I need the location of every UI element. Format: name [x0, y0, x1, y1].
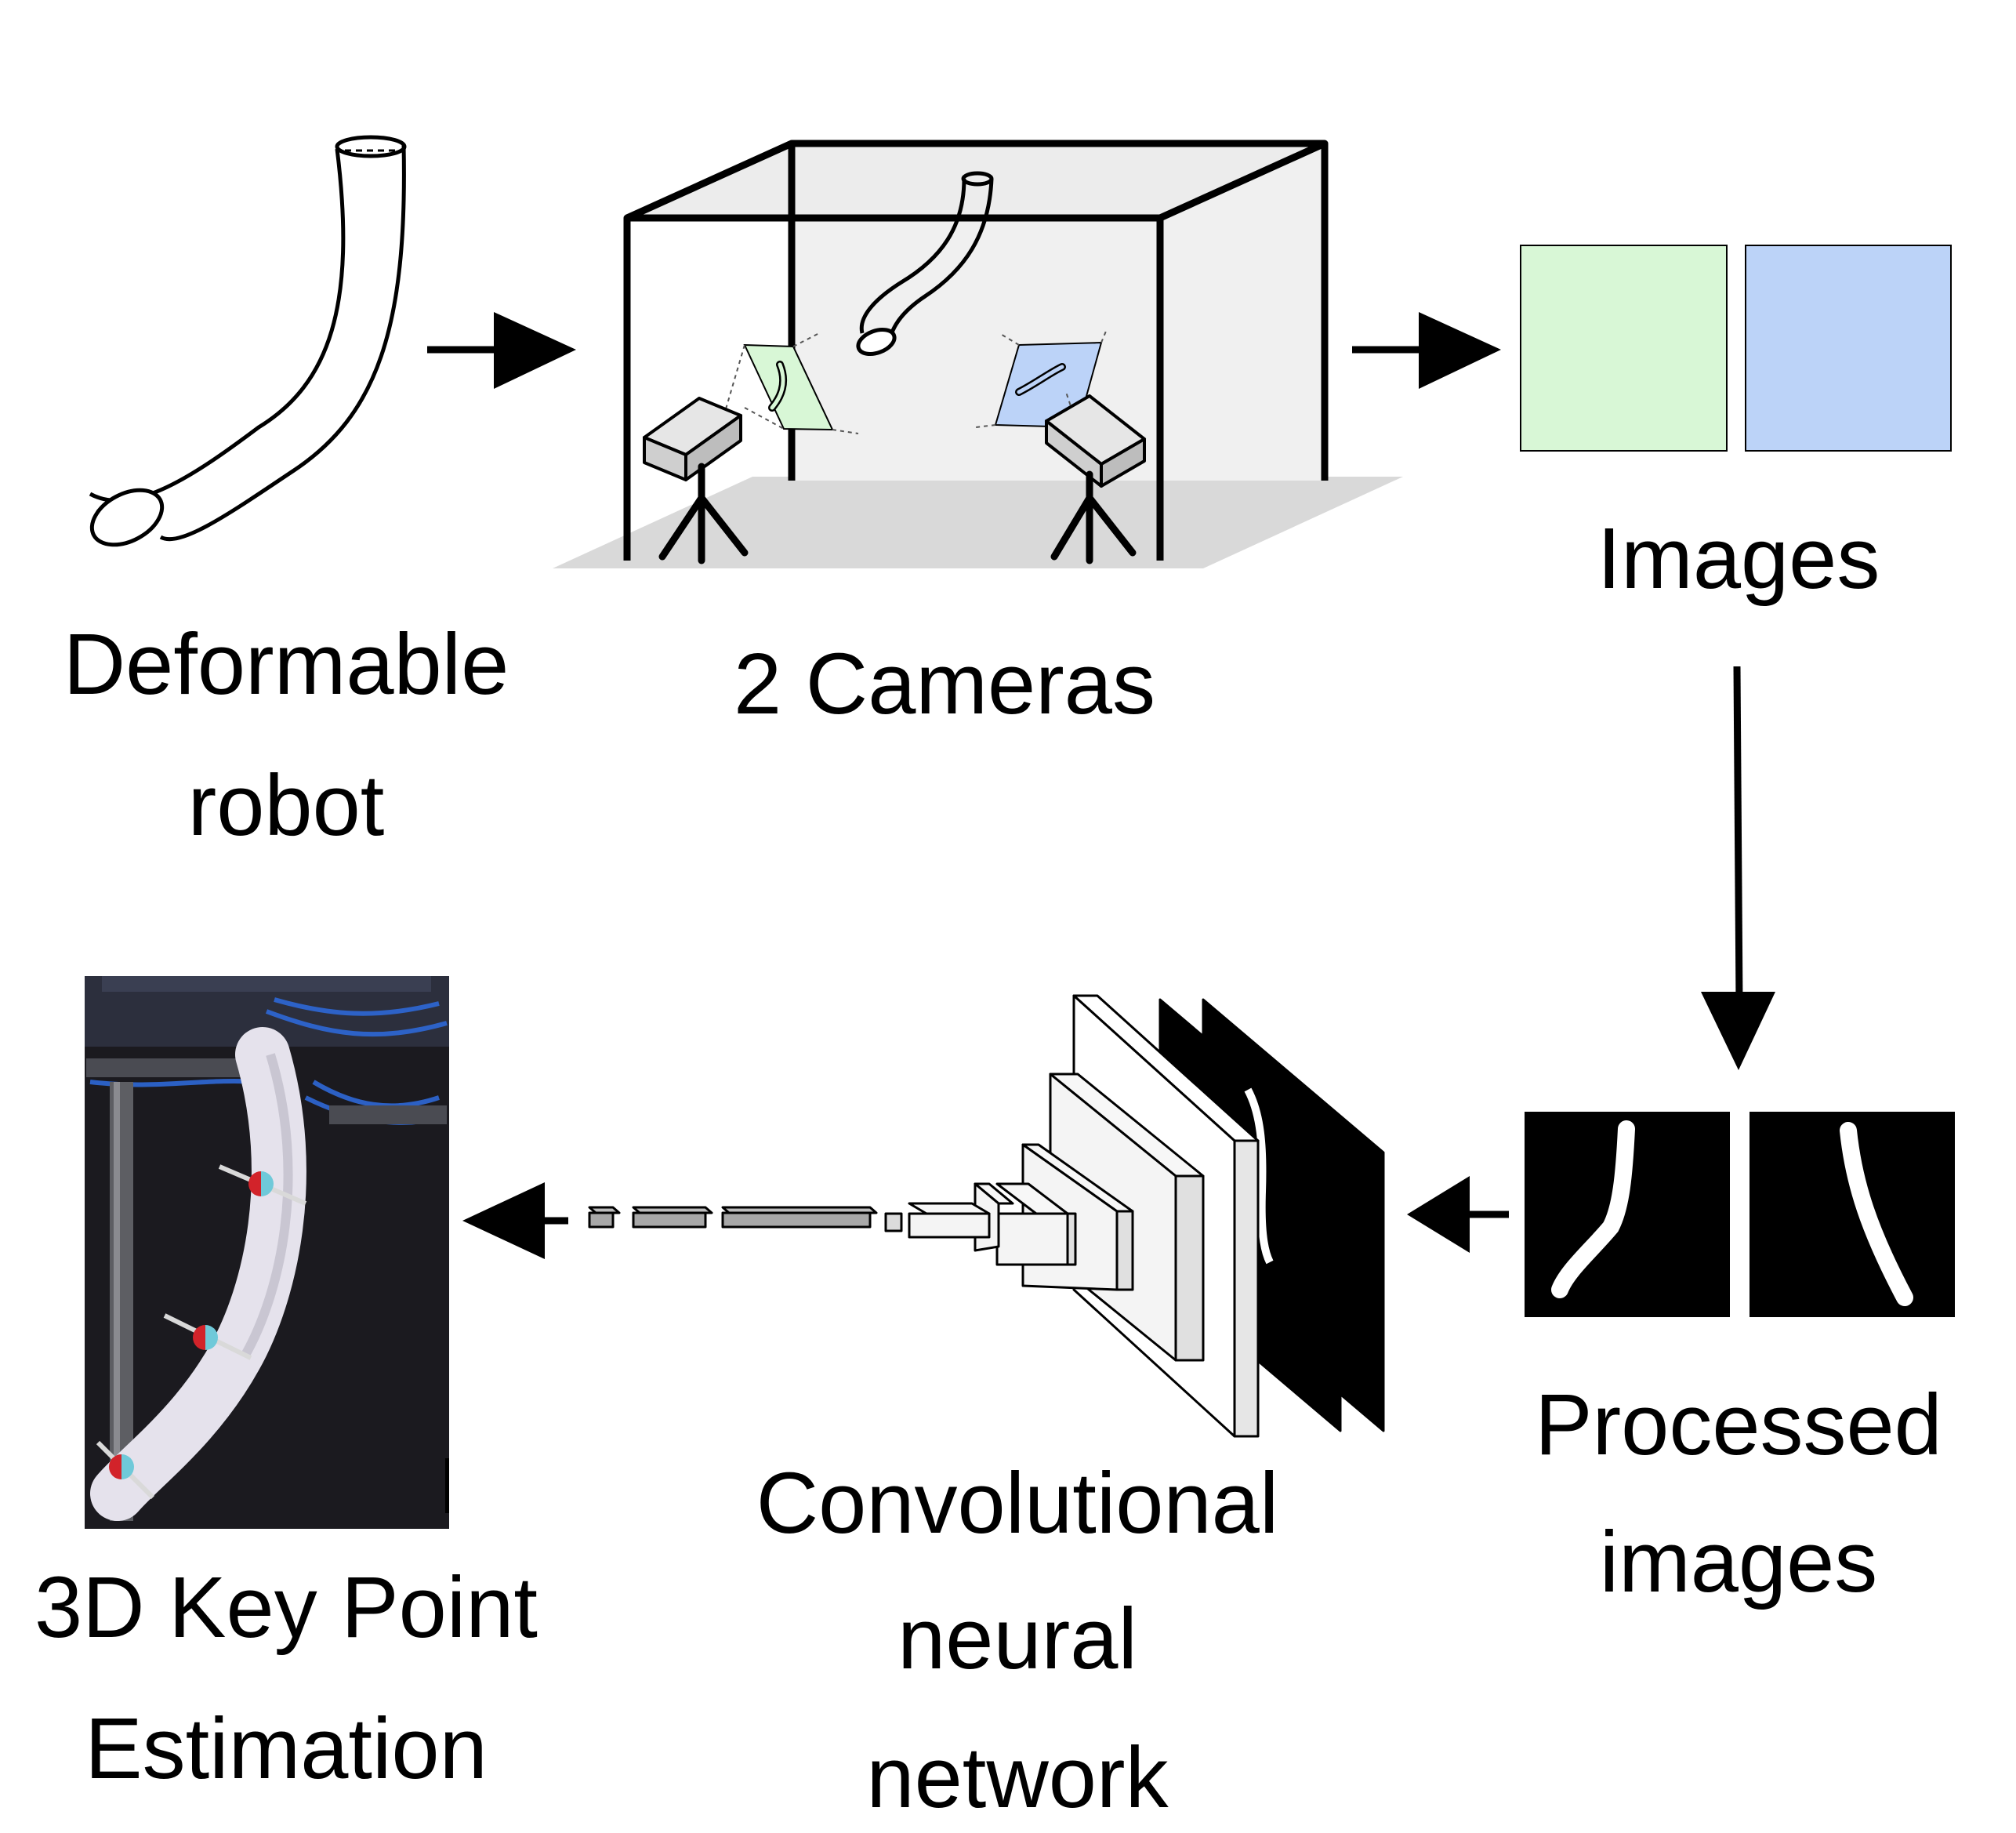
keypoint-estimation-photo: [85, 976, 449, 1529]
back-panel: [792, 143, 1325, 481]
camera-1-image: [1520, 245, 1728, 452]
keypoint-label: 3D Key Point: [34, 1559, 538, 1656]
camera-on-tripod-icon: [643, 397, 749, 564]
arrow-icon: [1407, 1176, 1509, 1253]
cnn-label: network: [866, 1730, 1169, 1826]
camera-2-image: [1745, 245, 1952, 452]
keypoint-marker: [109, 1454, 134, 1479]
arrow-icon: [427, 312, 576, 389]
keypoint-marker: [193, 1325, 218, 1350]
arrow-icon: [1352, 312, 1501, 389]
deformable-robot-label: robot: [188, 757, 385, 854]
keypoint-label: Estimation: [85, 1701, 488, 1797]
cnn-icon: [588, 994, 1385, 1438]
deformable-robot-icon: [89, 135, 407, 547]
keypoint-marker: [248, 1171, 274, 1196]
arrow-icon: [1701, 666, 1775, 1070]
camera-on-tripod-icon: [1045, 394, 1146, 564]
images-label: Images: [1597, 510, 1880, 607]
image-plane-left: [724, 332, 859, 434]
cnn-label: Convolutional: [756, 1455, 1279, 1552]
top-panel: [627, 143, 1325, 218]
processed-image-1: [1525, 1112, 1730, 1317]
camera-rig: [553, 140, 1403, 568]
robot-in-rig-icon: [856, 171, 994, 357]
floor: [553, 477, 1403, 568]
processed-images-label: images: [1600, 1514, 1878, 1610]
processed-image-2: [1749, 1112, 1955, 1317]
processed-images-label: Processed: [1535, 1377, 1942, 1473]
cnn-label: neural: [897, 1591, 1137, 1687]
deformable-robot-label: Deformable: [63, 616, 509, 713]
cameras-label: 2 Cameras: [734, 636, 1155, 732]
arrow-icon: [462, 1182, 568, 1259]
